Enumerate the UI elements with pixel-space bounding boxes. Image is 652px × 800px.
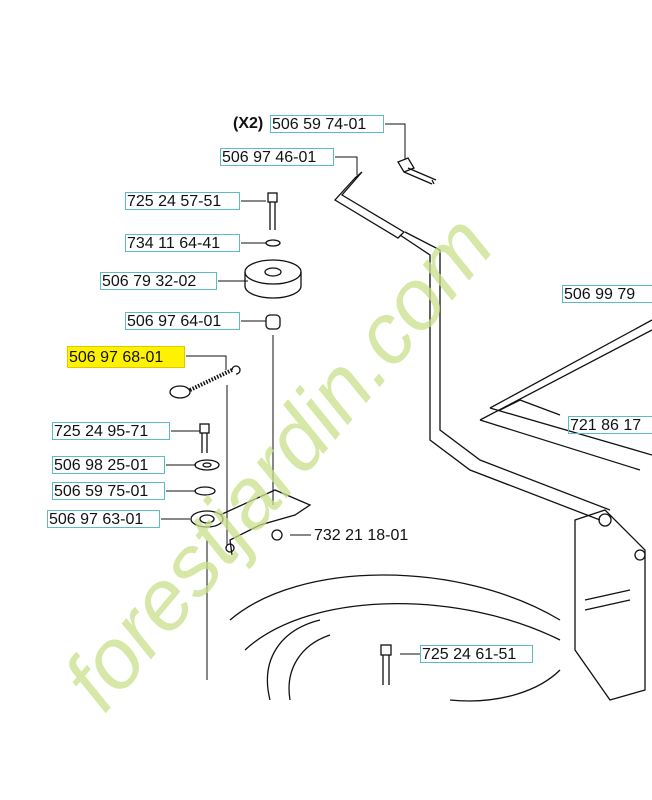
part-label-725-24-61-51[interactable]: 725 24 61-51 [420, 645, 533, 663]
quantity-note: (X2) [233, 115, 264, 132]
rod-drawing [333, 171, 406, 239]
part-label-506-97-63-01[interactable]: 506 97 63-01 [47, 510, 160, 528]
part-label-732-21-18-01[interactable]: 732 21 18-01 [314, 527, 409, 544]
part-label-506-99-79[interactable]: 506 99 79 [562, 285, 652, 303]
part-label-506-59-74-01[interactable]: 506 59 74-01 [270, 115, 384, 133]
bolt-drawing [397, 157, 437, 185]
part-label-506-98-25-01[interactable]: 506 98 25-01 [52, 456, 165, 474]
leader-lines [161, 123, 420, 680]
part-label-506-79-32-02[interactable]: 506 79 32-02 [100, 272, 217, 290]
part-label-506-97-46-01[interactable]: 506 97 46-01 [220, 148, 334, 166]
frame-drawing [229, 231, 652, 702]
pulley-assembly [244, 192, 302, 330]
bracket-assembly [190, 423, 312, 556]
part-label-734-11-64-41[interactable]: 734 11 64-41 [125, 234, 240, 252]
part-label-721-86-17[interactable]: 721 86 17 [568, 416, 652, 434]
part-label-725-24-57-51[interactable]: 725 24 57-51 [125, 192, 240, 210]
bottom-bolt [380, 644, 392, 685]
part-label-506-97-64-01[interactable]: 506 97 64-01 [125, 312, 240, 330]
part-label-506-59-75-01[interactable]: 506 59 75-01 [52, 482, 165, 500]
part-label-506-97-68-01-highlighted[interactable]: 506 97 68-01 [67, 346, 185, 368]
spring-drawing [169, 365, 241, 399]
part-label-725-24-95-71[interactable]: 725 24 95-71 [52, 422, 170, 440]
